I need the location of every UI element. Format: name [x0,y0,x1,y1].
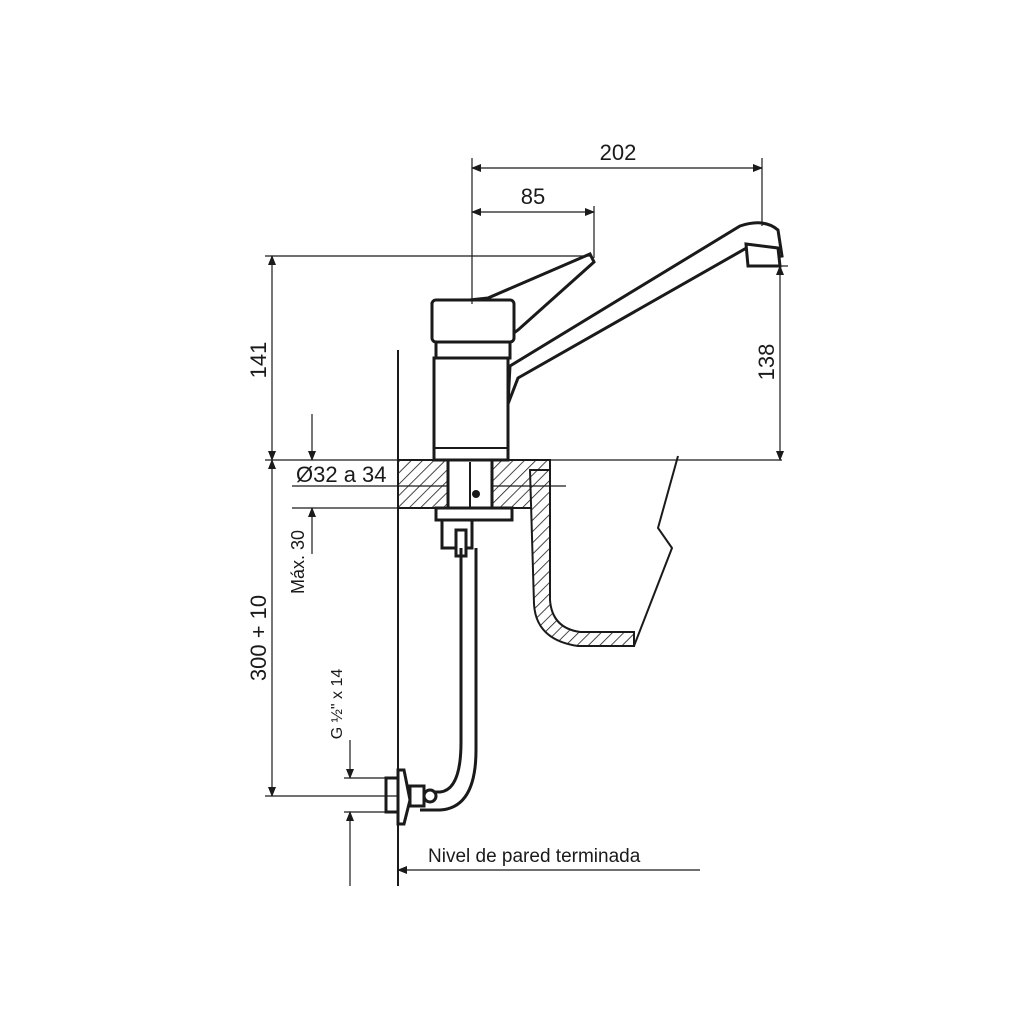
dim-label-thread: G ½" x 14 [329,669,346,740]
faucet-body [430,221,784,462]
dim-label-138: 138 [754,344,779,381]
dimension-thread [344,740,386,886]
mounting-assembly [434,458,514,558]
dim-label-bore: Ø32 a 34 [296,462,387,487]
dimension-202 [471,158,763,304]
dim-label-max: Máx. 30 [288,530,308,594]
wall-level-label: Nivel de pared terminada [428,846,641,867]
wall-connector [384,768,438,826]
dim-label-tail: 300 + 10 [246,595,271,681]
dimension-85 [471,206,595,258]
sink-break-line [633,455,679,647]
dimension-138 [772,265,788,461]
supply-hose [420,548,463,794]
dim-label-141: 141 [246,342,271,379]
dim-label-202: 202 [600,140,637,165]
dimension-tail-length [265,459,398,797]
dimension-141 [265,255,590,461]
countertop-section [397,459,551,509]
dim-label-85: 85 [521,184,545,209]
sink-basin-wall [528,469,635,647]
supply-hose-inner [420,548,478,812]
